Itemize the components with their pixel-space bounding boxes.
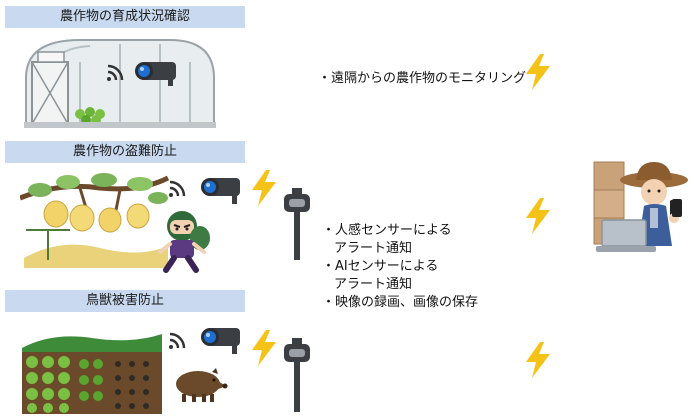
greenhouse-icon xyxy=(24,39,216,128)
feature-line: ・AIセンサーによる xyxy=(322,259,439,274)
section-header-theft: 農作物の盗難防止 xyxy=(5,141,245,163)
laptop-icon xyxy=(596,219,656,252)
section-header-wildlife: 鳥獣被害防止 xyxy=(5,290,245,312)
thief-icon xyxy=(158,211,210,273)
feature-line: ・映像の録画、画像の保存 xyxy=(322,295,479,310)
feature-line: アラート通知 xyxy=(334,277,413,292)
feature-list: ・人感センサーによる アラート通知 ・AIセンサーによる アラート通知 ・映像の… xyxy=(322,222,478,312)
wifi-icon xyxy=(169,332,186,349)
smartphone-icon xyxy=(672,199,682,217)
lightning-icon xyxy=(526,198,550,234)
wifi-icon xyxy=(169,180,186,197)
pear-tree-icon xyxy=(20,173,170,268)
section-header-growth: 農作物の育成状況確認 xyxy=(5,6,245,28)
camera-icon xyxy=(201,178,240,204)
lightning-icon xyxy=(252,170,276,206)
camera-icon xyxy=(201,328,240,354)
sensor-pole-icon xyxy=(284,338,310,412)
feature-line: アラート通知 xyxy=(334,241,413,256)
boar-icon xyxy=(176,368,228,402)
camera-icon xyxy=(135,62,176,86)
feature-line: ・人感センサーによる xyxy=(322,223,452,238)
monitoring-text: ・遠隔からの農作物のモニタリング xyxy=(318,71,527,86)
lightning-icon xyxy=(526,54,550,90)
vegetable-field-icon xyxy=(22,334,162,414)
lightning-icon xyxy=(526,342,550,378)
sensor-pole-icon xyxy=(284,188,310,260)
wifi-icon xyxy=(107,64,124,81)
lightning-icon xyxy=(252,330,276,366)
